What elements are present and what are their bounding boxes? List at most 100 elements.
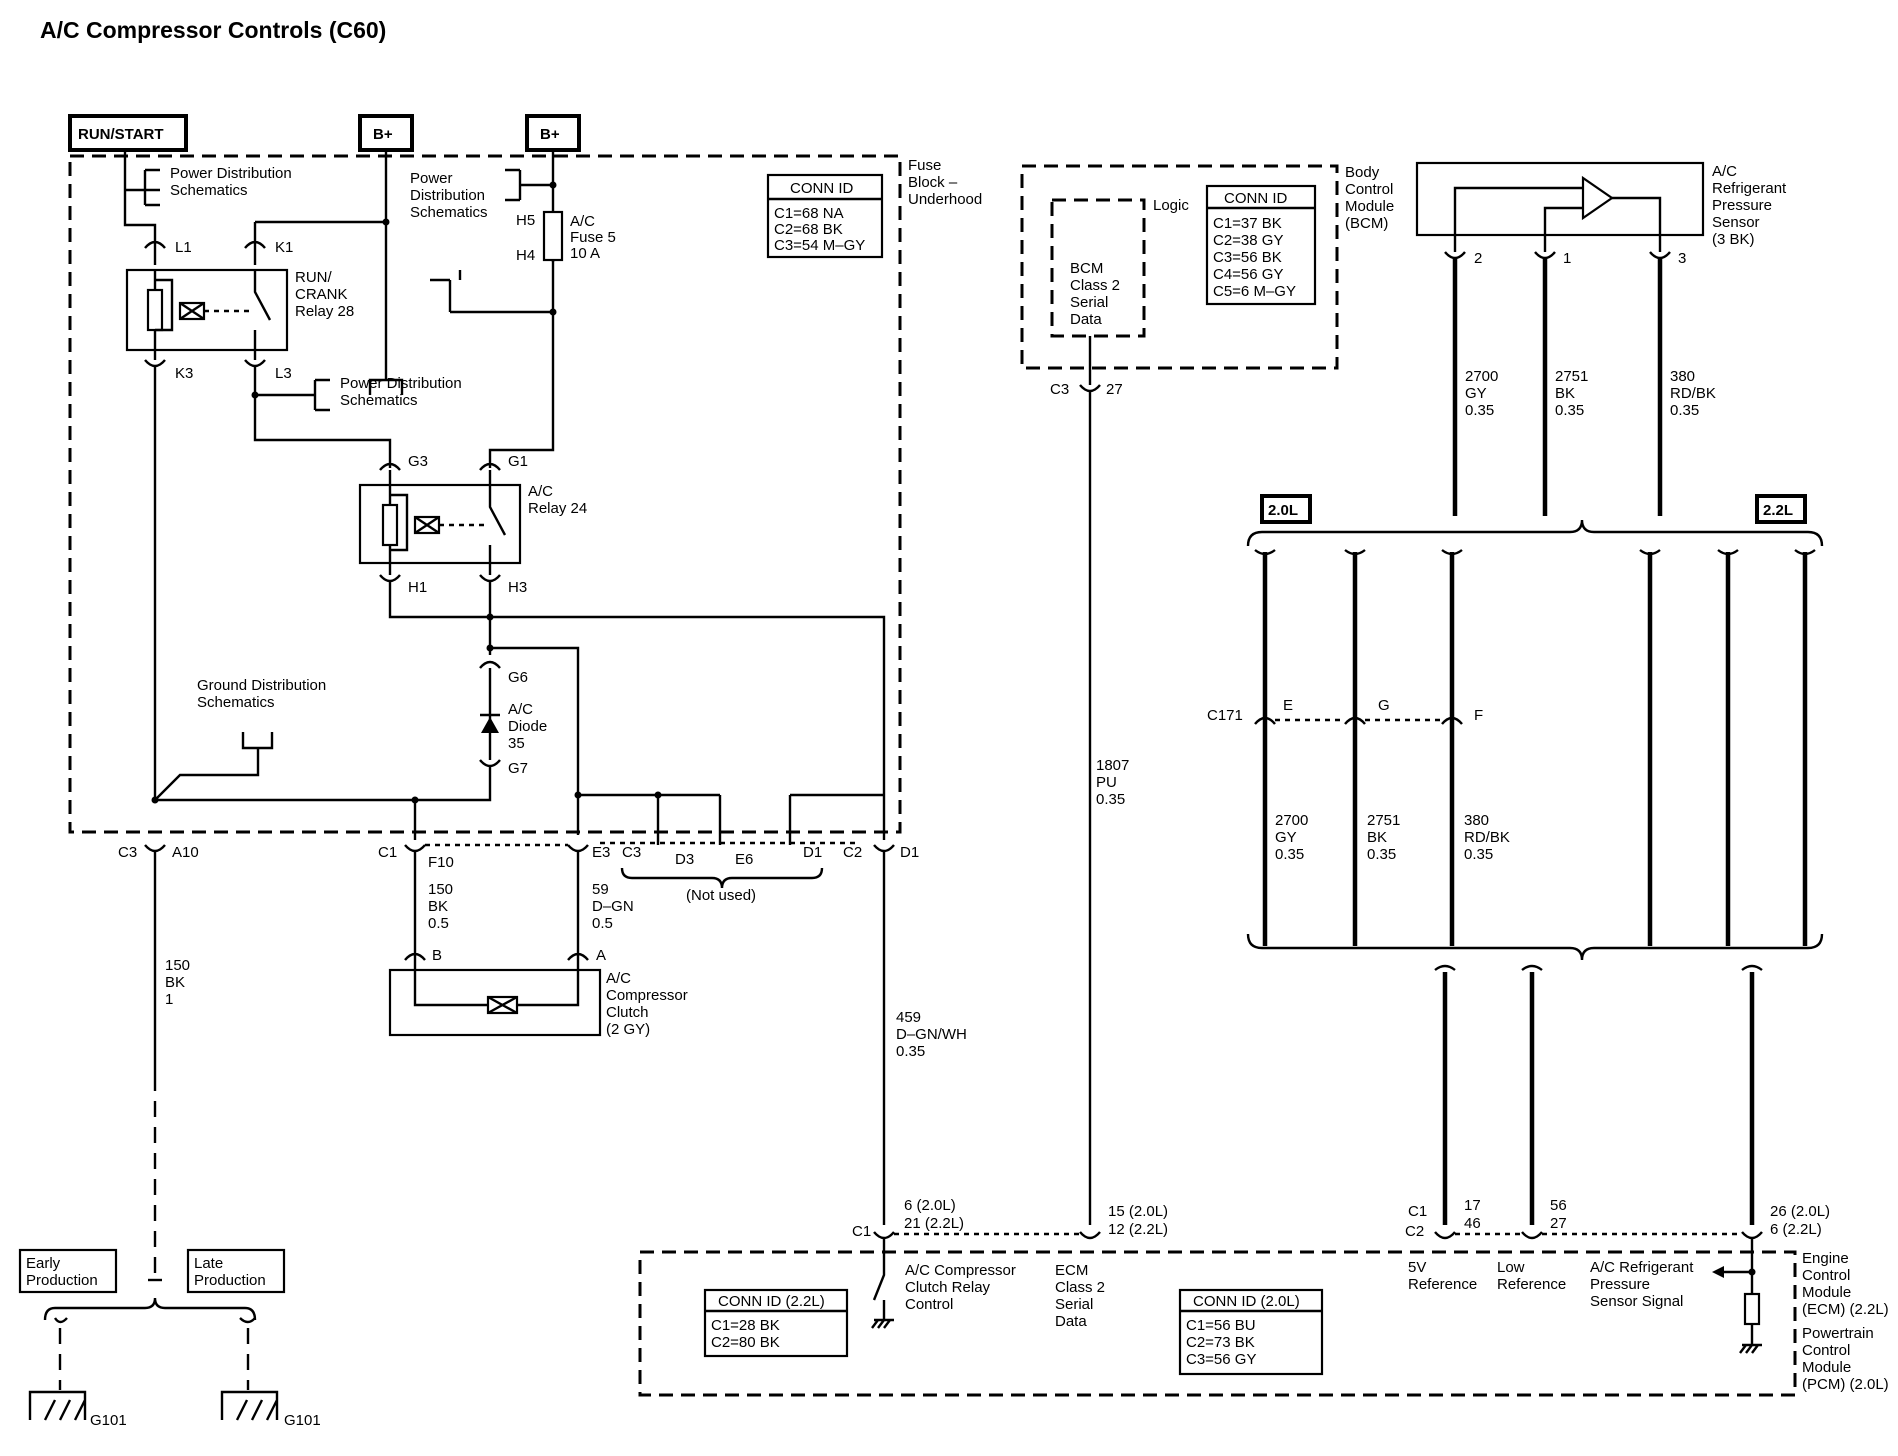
w2700-bot-circuit: 2700 [1275, 812, 1308, 829]
bcm-serial-3: Serial [1070, 294, 1108, 311]
engine-option-2-2l: 2.2L [1755, 494, 1807, 524]
ecm-pin-sig-22: 6 (2.2L) [1770, 1221, 1822, 1238]
relay24-label-1: A/C [528, 483, 553, 500]
fuse-block-bottom-pins: C3 A10 C1 F10 E3 C3 D3 E6 D1 C2 D1 (Not … [118, 841, 919, 904]
bcm-conn-c3: C3=56 BK [1213, 249, 1282, 266]
relay28-label-3: Relay 28 [295, 303, 354, 320]
c171-pin-f: F [1474, 707, 1483, 724]
pcm-name-3: Module [1802, 1359, 1851, 1376]
sensor-signal-1: A/C Refrigerant [1590, 1259, 1694, 1276]
early-production-1: Early [26, 1255, 61, 1272]
run-start-supply: RUN/START [68, 114, 188, 152]
w150a-color: BK [428, 898, 448, 915]
clutch-pin-b: B [432, 947, 442, 964]
ecm-pin-5v-a: 17 [1464, 1197, 1481, 1214]
c171-name: C171 [1207, 707, 1243, 724]
ac-refrigerant-pressure-sensor: A/C Refrigerant Pressure Sensor (3 BK) 2… [1415, 161, 1787, 267]
relay-control-2: Clutch Relay [905, 1279, 991, 1296]
ecm-pin-459-22: 21 (2.2L) [904, 1215, 964, 1232]
sensor-pin-1: 1 [1563, 250, 1571, 267]
bcm-conn-c4: C4=56 GY [1213, 266, 1283, 283]
bplus-label-1: B+ [373, 126, 393, 143]
fuse-label-3: 10 A [570, 245, 600, 262]
pin-c3b: C3 [622, 844, 641, 861]
bplus-supply-2: B+ [525, 114, 581, 152]
w2700-bot-size: 0.35 [1275, 846, 1304, 863]
conn20-c2: C2=73 BK [1186, 1334, 1255, 1351]
ecm-pin-1807-22: 12 (2.2L) [1108, 1221, 1168, 1238]
sensor-label-2: Refrigerant [1712, 180, 1787, 197]
ecm-serial-3: Serial [1055, 1296, 1093, 1313]
engine-option-2-0l: 2.0L [1260, 494, 1312, 524]
ac-fuse-5 [542, 210, 564, 262]
sensor-label-4: Sensor [1712, 214, 1760, 231]
fuse-label-1: A/C [570, 213, 595, 230]
bcm-logic-box [1050, 198, 1146, 338]
bcm-name-3: Module [1345, 198, 1394, 215]
ecm-serial-2: Class 2 [1055, 1279, 1105, 1296]
relay28-l1: L1 [175, 239, 192, 256]
ground-dist-line1: Ground Distribution [197, 677, 326, 694]
bcm-serial-1: BCM [1070, 260, 1103, 277]
relay24-g3: G3 [408, 453, 428, 470]
conn22-c1: C1=28 BK [711, 1317, 780, 1334]
w2700-top-size: 0.35 [1465, 402, 1494, 419]
w59-color: D–GN [592, 898, 634, 915]
pd-schematics-1-line2: Schematics [170, 182, 248, 199]
w380-bot-color: RD/BK [1464, 829, 1510, 846]
pins-not-used: (Not used) [686, 887, 756, 904]
bcm-conn-c2: C2=38 GY [1213, 232, 1283, 249]
w459-size: 0.35 [896, 1043, 925, 1060]
w2700-top-color: GY [1465, 385, 1487, 402]
clutch-label-2: Compressor [606, 987, 688, 1004]
ground-options: Early Production Late Production G101 G1… [18, 1248, 321, 1429]
conn20-c1: C1=56 BU [1186, 1317, 1256, 1334]
sensor-signal-2: Pressure [1590, 1276, 1650, 1293]
w2751-top-circuit: 2751 [1555, 368, 1588, 385]
fuse-block-name-1: Fuse [908, 157, 941, 174]
fuse-block-name-2: Block – [908, 174, 958, 191]
pin-d1b: D1 [900, 844, 919, 861]
w2751-top-size: 0.35 [1555, 402, 1584, 419]
sensor-label-1: A/C [1712, 163, 1737, 180]
fuse-block-name-3: Underhood [908, 191, 982, 208]
late-production-1: Late [194, 1255, 223, 1272]
ecm-conn-id-2-0l: CONN ID (2.0L) C1=56 BU C2=73 BK C3=56 G… [1178, 1288, 1324, 1376]
conn20-header: CONN ID (2.0L) [1193, 1293, 1300, 1310]
diode-g7: G7 [508, 760, 528, 777]
w459-color: D–GN/WH [896, 1026, 967, 1043]
bplus-supply-1: B+ [358, 114, 414, 152]
fuse-h4: H4 [516, 247, 535, 264]
sensor-label-3: Pressure [1712, 197, 1772, 214]
fuse-block-conn-c2: C2=68 BK [774, 221, 843, 238]
pin-f10: F10 [428, 854, 454, 871]
diode-label-1: A/C [508, 701, 533, 718]
ecm-conn-id-2-2l: CONN ID (2.2L) C1=28 BK C2=80 BK [703, 1288, 849, 1358]
w150b-size: 1 [165, 991, 173, 1008]
engine-2-0l-label: 2.0L [1268, 502, 1298, 519]
w2751-top-color: BK [1555, 385, 1575, 402]
pin-e3: E3 [592, 844, 610, 861]
low-ref-1: Low [1497, 1259, 1525, 1276]
relay24-g1: G1 [508, 453, 528, 470]
pin-e6: E6 [735, 851, 753, 868]
ecm-c1-label: C1 [852, 1223, 871, 1240]
pd-schematics-2-line3: Schematics [410, 204, 488, 221]
conn22-c2: C2=80 BK [711, 1334, 780, 1351]
clutch-label-1: A/C [606, 970, 631, 987]
fuse-block-conn-c1: C1=68 NA [774, 205, 844, 222]
pd-schematics-1-line1: Power Distribution [170, 165, 292, 182]
bcm-conn-c1: C1=37 BK [1213, 215, 1282, 232]
ecm-serial-4: Data [1055, 1313, 1087, 1330]
relay24-h1: H1 [408, 579, 427, 596]
w150a-circuit: 150 [428, 881, 453, 898]
conn20-c3: C3=56 GY [1186, 1351, 1256, 1368]
low-ref-2: Reference [1497, 1276, 1566, 1293]
fuse-block-boundary [68, 154, 902, 834]
w2751-bot-size: 0.35 [1367, 846, 1396, 863]
ac-compressor-clutch: B A A/C Compressor Clutch (2 GY) [388, 947, 688, 1038]
sensor-label-5: (3 BK) [1712, 231, 1755, 248]
w2751-bot-circuit: 2751 [1367, 812, 1400, 829]
pcm-name-1: Powertrain [1802, 1325, 1874, 1342]
ecm-pin-1807-20: 15 (2.0L) [1108, 1203, 1168, 1220]
